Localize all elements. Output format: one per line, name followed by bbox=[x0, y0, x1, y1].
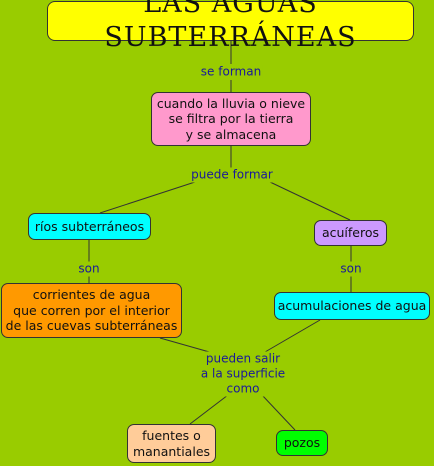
link-son-rios: son bbox=[76, 261, 102, 277]
concept-lluvia[interactable]: cuando la lluvia o nieve se filtra por l… bbox=[151, 92, 311, 146]
line-puedeformar-acuiferos bbox=[269, 181, 351, 221]
link-son-acuiferos: son bbox=[338, 261, 364, 277]
concept-fuentes-manantiales[interactable]: fuentes o manantiales bbox=[127, 424, 216, 463]
line-puedensalir-pozos bbox=[261, 394, 296, 431]
concept-acumulaciones-de-agua[interactable]: acumulaciones de agua bbox=[274, 292, 430, 320]
link-pueden-salir: pueden salir a la superficie como bbox=[198, 351, 288, 397]
line-puedensalir-fuentes bbox=[189, 394, 229, 425]
line-acumulaciones-puedensalir bbox=[264, 319, 321, 353]
concept-corrientes-de-agua[interactable]: corrientes de agua que corren por el int… bbox=[1, 283, 182, 338]
link-puede-formar: puede formar bbox=[189, 167, 275, 183]
line-puedeformar-rios bbox=[99, 181, 196, 214]
link-se-forman: se forman bbox=[198, 64, 264, 80]
concept-acuiferos[interactable]: acuíferos bbox=[314, 220, 387, 246]
concept-rios-subterraneos[interactable]: ríos subterráneos bbox=[28, 213, 151, 240]
concept-pozos[interactable]: pozos bbox=[276, 430, 328, 456]
concept-title[interactable]: LAS AGUAS SUBTERRÁNEAS bbox=[47, 0, 414, 53]
